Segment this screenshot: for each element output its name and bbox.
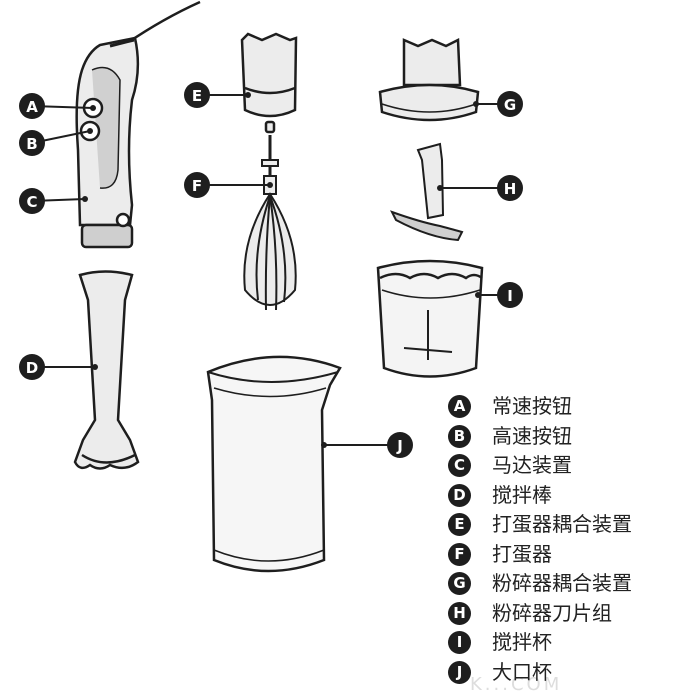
callout-h: H	[497, 175, 523, 201]
legend-label-h: 粉碎器刀片组	[492, 600, 612, 625]
legend-item-a: A 常速按钮	[448, 392, 698, 422]
legend-badge-b: B	[448, 424, 471, 448]
legend-label-a: 常速按钮	[492, 394, 572, 418]
legend-item-d: D 搅拌棒	[448, 481, 698, 511]
whisk-illustration	[243, 135, 297, 311]
legend-badge-d: D	[448, 483, 471, 507]
legend-label-f: 打蛋器	[492, 541, 552, 566]
callout-b: B	[19, 130, 45, 156]
leader-dots	[82, 92, 481, 448]
callout-c: C	[19, 188, 45, 214]
legend-badge-i: I	[448, 631, 471, 654]
chopper-coupler-illustration	[378, 38, 480, 122]
blending-wand-illustration	[73, 270, 140, 470]
callout-a-letter: A	[26, 98, 38, 116]
legend-item-i: I 搅拌杯	[448, 628, 698, 658]
callout-f-letter: F	[192, 177, 202, 195]
legend-badge-e: E	[448, 513, 471, 536]
callout-g-letter: G	[504, 96, 516, 114]
legend-item-c: C 马达装置	[448, 451, 698, 481]
legend-badge-f: F	[448, 542, 471, 566]
legend-badge-a: A	[448, 395, 471, 418]
legend-item-h: H 粉碎器刀片组	[448, 599, 698, 629]
legend-label-b: 高速按钮	[492, 423, 572, 448]
chopper-blade-illustration	[389, 142, 464, 242]
callout-a: A	[19, 93, 45, 119]
legend-item-g: G 粉碎器耦合装置	[448, 569, 698, 599]
legend-label-i: 搅拌杯	[492, 630, 552, 654]
legend-badge-g: G	[448, 572, 471, 595]
chopper-bowl-illustration	[376, 259, 484, 378]
legend-item-b: B 高速按钮	[448, 422, 698, 452]
legend-item-e: E 打蛋器耦合装置	[448, 510, 698, 540]
callout-d: D	[19, 354, 45, 380]
legend-badge-h: H	[448, 601, 471, 625]
callout-i-letter: I	[507, 287, 513, 305]
legend-label-g: 粉碎器耦合装置	[492, 571, 632, 595]
legend-label-e: 打蛋器耦合装置	[492, 512, 632, 536]
callout-d-letter: D	[26, 359, 38, 377]
callout-f: F	[184, 172, 210, 198]
parts-legend: A 常速按钮 B 高速按钮 C 马达装置 D 搅拌棒 E 打蛋器耦合装置 F 打…	[448, 392, 698, 687]
legend-item-j: J 大口杯	[448, 658, 698, 688]
callout-g: G	[497, 91, 523, 117]
callout-h-letter: H	[504, 180, 517, 198]
callout-e: E	[184, 82, 210, 108]
watermark: K...COM	[470, 674, 562, 695]
whisk-coupler-illustration	[240, 32, 298, 134]
callout-j-letter: J	[396, 437, 403, 455]
legend-label-d: 搅拌棒	[492, 482, 552, 507]
callout-c-letter: C	[26, 193, 37, 211]
callout-j: J	[387, 432, 413, 458]
callout-b-letter: B	[26, 135, 37, 153]
motor-unit-illustration	[75, 0, 201, 249]
legend-badge-c: C	[448, 454, 471, 477]
legend-item-f: F 打蛋器	[448, 540, 698, 570]
legend-label-c: 马达装置	[492, 453, 572, 477]
legend-label-j: 大口杯	[492, 659, 552, 684]
legend-badge-j: J	[448, 660, 471, 684]
beaker-illustration	[206, 355, 342, 573]
callout-e-letter: E	[192, 87, 202, 105]
callout-i: I	[497, 282, 523, 308]
